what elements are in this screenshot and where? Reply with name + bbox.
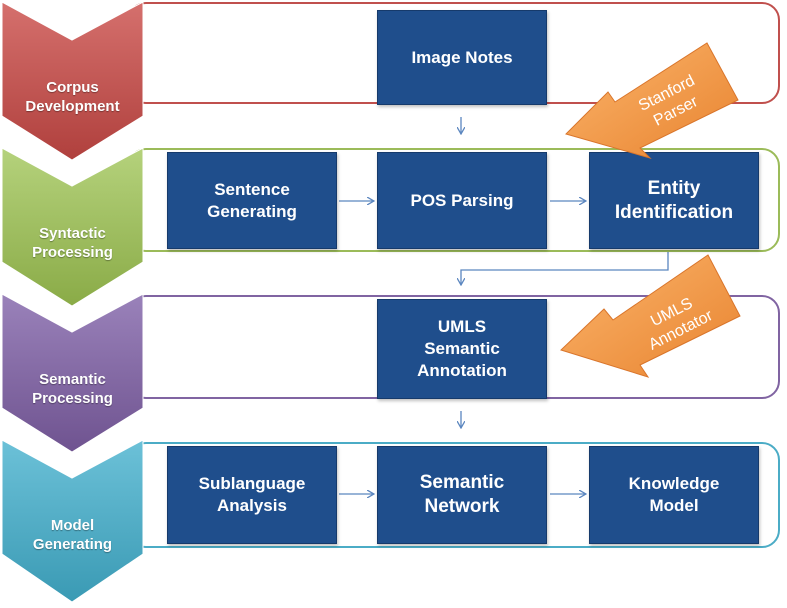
chevron-label-semantic: Semantic Processing	[32, 371, 113, 407]
box-image-notes: Image Notes	[377, 10, 547, 105]
box-entity-identification: Entity Identification	[589, 152, 759, 249]
chevron-model: Model Generating	[0, 438, 145, 608]
box-sentence-generating: Sentence Generating	[167, 152, 337, 249]
chevron-label-syntactic: Syntactic Processing	[32, 225, 113, 261]
chevron-label-corpus: Corpus Development	[25, 79, 120, 115]
box-sublanguage-analysis: Sublanguage Analysis	[167, 446, 337, 544]
box-semantic-network: Semantic Network	[377, 446, 547, 544]
chevron-corpus: Corpus Development	[0, 0, 145, 170]
chevron-semantic: Semantic Processing	[0, 292, 145, 462]
chevron-syntactic: Syntactic Processing	[0, 146, 145, 316]
chevron-label-model: Model Generating	[32, 517, 113, 553]
box-pos-parsing: POS Parsing	[377, 152, 547, 249]
box-umls-semantic-annotation: UMLS Semantic Annotation	[377, 299, 547, 399]
box-knowledge-model: Knowledge Model	[589, 446, 759, 544]
